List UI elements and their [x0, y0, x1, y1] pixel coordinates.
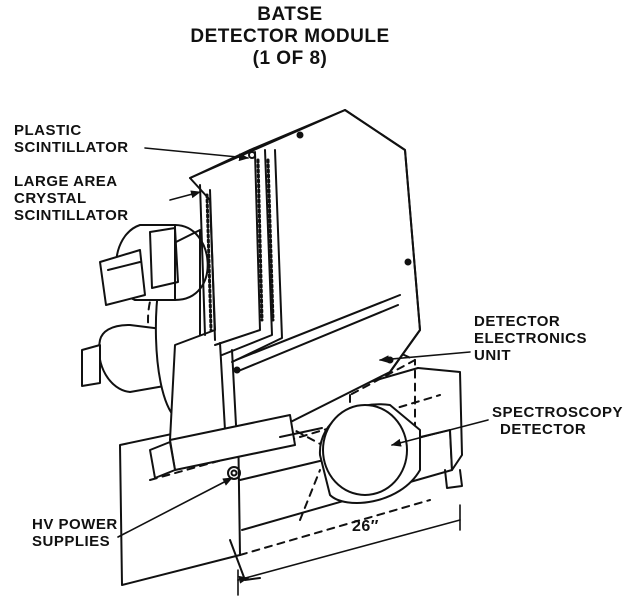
electronics-line-2: ELECTRONICS	[474, 330, 588, 347]
crystal-line-3: SCINTILLATOR	[14, 207, 129, 224]
electronics-line-3: UNIT	[474, 347, 511, 364]
label-large-area-crystal-scintillator: LARGE AREA CRYSTAL SCINTILLATOR	[14, 173, 129, 224]
leader-lines	[117, 147, 489, 538]
label-plastic-scintillator: PLASTIC SCINTILLATOR	[14, 122, 129, 156]
hv-tube	[149, 414, 296, 479]
dimension-label: 26″	[352, 518, 379, 535]
scintillator-panel	[169, 109, 421, 461]
title-line-2: DETECTOR MODULE	[190, 26, 390, 47]
hv-line-2: SUPPLIES	[32, 533, 111, 550]
plastic-line-1: PLASTIC	[14, 122, 82, 139]
label-spectroscopy-detector: SPECTROSCOPY DETECTOR	[492, 404, 623, 438]
diagram-title: BATSE DETECTOR MODULE (1 OF 8)	[170, 4, 410, 70]
title-line-3: (1 OF 8)	[252, 48, 328, 69]
title-line-1: BATSE	[257, 4, 323, 25]
crystal-line-1: LARGE AREA	[14, 173, 118, 190]
electronics-line-1: DETECTOR	[474, 313, 561, 330]
crystal-line-2: CRYSTAL	[14, 190, 87, 207]
dimension-line	[237, 504, 461, 596]
label-detector-electronics-unit: DETECTOR ELECTRONICS UNIT	[474, 313, 587, 364]
hv-line-1: HV POWER	[32, 516, 118, 533]
spectroscopy-detector-body	[279, 403, 421, 504]
upper-photomultiplier	[99, 224, 209, 306]
spectroscopy-line-1: SPECTROSCOPY	[492, 404, 624, 421]
label-hv-power-supplies: HV POWER SUPPLIES	[32, 516, 118, 550]
plastic-line-2: SCINTILLATOR	[14, 139, 129, 156]
spectroscopy-line-2: DETECTOR	[500, 421, 587, 438]
